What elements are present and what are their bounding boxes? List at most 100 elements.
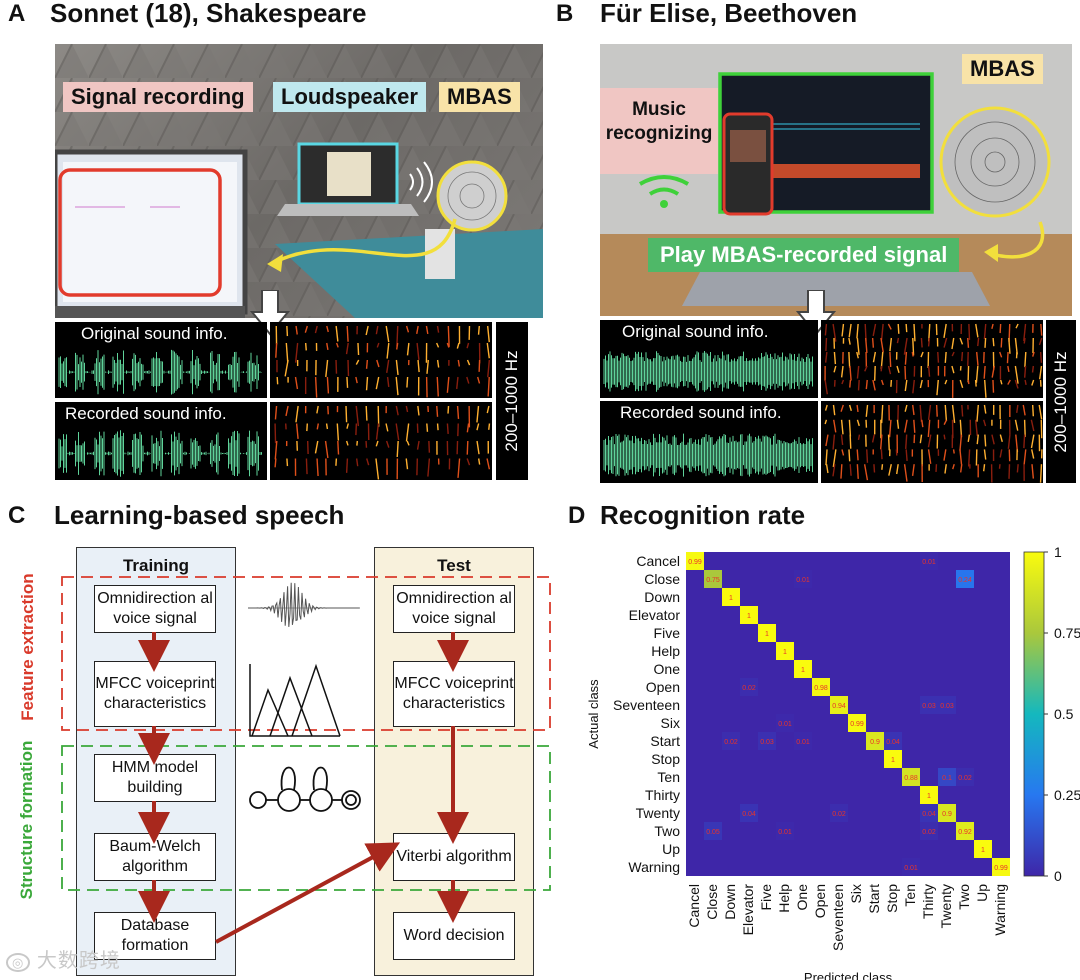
- cell-value-label: 0.02: [742, 685, 756, 692]
- x-tick-label: Warning: [992, 884, 1008, 936]
- cell-value-label: 0.01: [904, 865, 918, 872]
- heatmap-cell: [686, 552, 704, 570]
- colorbar: [1023, 551, 1045, 877]
- cell-value-label: 0.01: [922, 559, 936, 566]
- training-step-voice: Omnidirection al voice signal: [94, 585, 216, 633]
- y-tick-label: Help: [651, 643, 680, 659]
- cell-value-label: 0.99: [688, 559, 702, 566]
- heatmap-cell: [722, 588, 740, 606]
- b-original-waveform: Original sound info.: [600, 320, 818, 398]
- cell-value-label: 1: [927, 793, 931, 800]
- mbas-tag: MBAS: [439, 82, 520, 112]
- loudspeaker-tag: Loudspeaker: [273, 82, 426, 112]
- panel-c-title: Learning-based speech: [54, 500, 345, 530]
- test-heading: Test: [437, 556, 471, 575]
- cell-value-label: 0.01: [778, 721, 792, 728]
- heatmap-cell: [812, 678, 830, 696]
- a-frequency-band: 200–1000 Hz: [496, 322, 528, 480]
- watermark-text: ◎ 大数跨境: [6, 944, 121, 973]
- panel-d-title: Recognition rate: [600, 500, 806, 530]
- test-step-voice: Omnidirection al voice signal: [393, 585, 515, 633]
- a-original-spectrogram: [270, 322, 492, 398]
- heatmap-cell: [776, 822, 794, 840]
- cell-value-label: 0.94: [832, 703, 846, 710]
- heatmap-cell: [884, 732, 902, 750]
- cell-value-label: 0.9: [942, 811, 952, 818]
- x-tick-label: Help: [776, 884, 792, 913]
- a-recorded-spectrogram: [270, 402, 492, 480]
- b-original-spectrogram: [821, 320, 1043, 398]
- x-tick-label: Cancel: [686, 884, 702, 928]
- cell-value-label: 0.03: [760, 739, 774, 746]
- heatmap-cell: [758, 732, 776, 750]
- panel-d-label: D: [568, 502, 586, 529]
- y-tick-label: Ten: [657, 769, 680, 785]
- colorbar-tick-label: 0.25: [1054, 787, 1080, 803]
- b-recorded-waveform: Recorded sound info.: [600, 401, 818, 483]
- test-step-word: Word decision: [393, 912, 515, 960]
- cell-value-label: 0.02: [724, 739, 738, 746]
- heatmap-cell: [776, 714, 794, 732]
- training-step-mfcc: MFCC voiceprint characteristics: [94, 661, 216, 727]
- b-frequency-band: 200–1000 Hz: [1046, 320, 1076, 483]
- heatmap-cell: [704, 570, 722, 588]
- x-tick-label: Up: [974, 884, 990, 902]
- training-heading: Training: [122, 556, 190, 575]
- cell-value-label: 0.01: [796, 577, 810, 584]
- waveform-trace: [58, 430, 262, 477]
- mfcc-filterbank-icon: [249, 663, 341, 737]
- spectrogram-marks: [275, 325, 491, 398]
- colorbar-tick-label: 1: [1054, 544, 1062, 560]
- x-tick-label: Start: [866, 884, 882, 914]
- cell-value-label: 0.02: [958, 775, 972, 782]
- heatmap-cell: [794, 660, 812, 678]
- heatmap-cell: [740, 606, 758, 624]
- waveform-trace: [58, 349, 262, 395]
- heatmap-cell: [830, 804, 848, 822]
- x-tick-label: Close: [704, 884, 720, 920]
- a-original-waveform: Original sound info.: [55, 322, 267, 398]
- cell-value-label: 0.92: [958, 829, 972, 836]
- cell-value-label: 1: [765, 631, 769, 638]
- test-step-mfcc: MFCC voiceprint characteristics: [393, 661, 515, 727]
- laptop-scene: [600, 72, 1072, 316]
- heatmap-cell: [902, 858, 920, 876]
- cell-value-label: 0.04: [922, 811, 936, 818]
- cell-value-label: 0.02: [922, 829, 936, 836]
- a-recorded-waveform: Recorded sound info.: [55, 402, 267, 480]
- y-tick-label: Up: [662, 841, 680, 857]
- heatmap-cell: [938, 804, 956, 822]
- panel-b-photo: Music recognizing MBAS Play MBAS-recorde…: [600, 44, 1072, 316]
- heatmap-cell: [884, 750, 902, 768]
- x-tick-label: Five: [758, 884, 774, 911]
- y-tick-label: One: [654, 661, 681, 677]
- music-recognizing-tag: Music recognizing: [600, 88, 718, 174]
- y-tick-label: Thirty: [645, 787, 680, 803]
- mbas-tag-b: MBAS: [962, 54, 1043, 84]
- cell-value-label: 0.24: [958, 577, 972, 584]
- heatmap-cell: [848, 714, 866, 732]
- y-tick-label: Cancel: [636, 553, 680, 569]
- cell-value-label: 0.99: [850, 721, 864, 728]
- panel-b-label: B: [556, 0, 574, 27]
- signal-recording-tag: Signal recording: [63, 82, 253, 112]
- cell-value-label: 1: [801, 667, 805, 674]
- panel-a-label: A: [8, 0, 26, 27]
- hmm-states-icon: [249, 766, 361, 812]
- y-axis-label: Actual class: [586, 679, 601, 749]
- heatmap-cell: [866, 732, 884, 750]
- panel-a-photo: Signal recording Loudspeaker MBAS: [55, 44, 543, 318]
- cell-value-label: 0.98: [814, 685, 828, 692]
- cell-value-label: 1: [981, 847, 985, 854]
- x-tick-label: Six: [848, 884, 864, 903]
- heatmap-cell: [956, 570, 974, 588]
- y-tick-label: Six: [661, 715, 680, 731]
- cell-value-label: 0.02: [832, 811, 846, 818]
- heatmap-cell: [830, 696, 848, 714]
- cell-value-label: 0.04: [742, 811, 756, 818]
- cell-value-label: 1: [891, 757, 895, 764]
- play-signal-tag: Play MBAS-recorded signal: [648, 238, 960, 272]
- stage-frames: [61, 576, 551, 891]
- heatmap-cell: [920, 822, 938, 840]
